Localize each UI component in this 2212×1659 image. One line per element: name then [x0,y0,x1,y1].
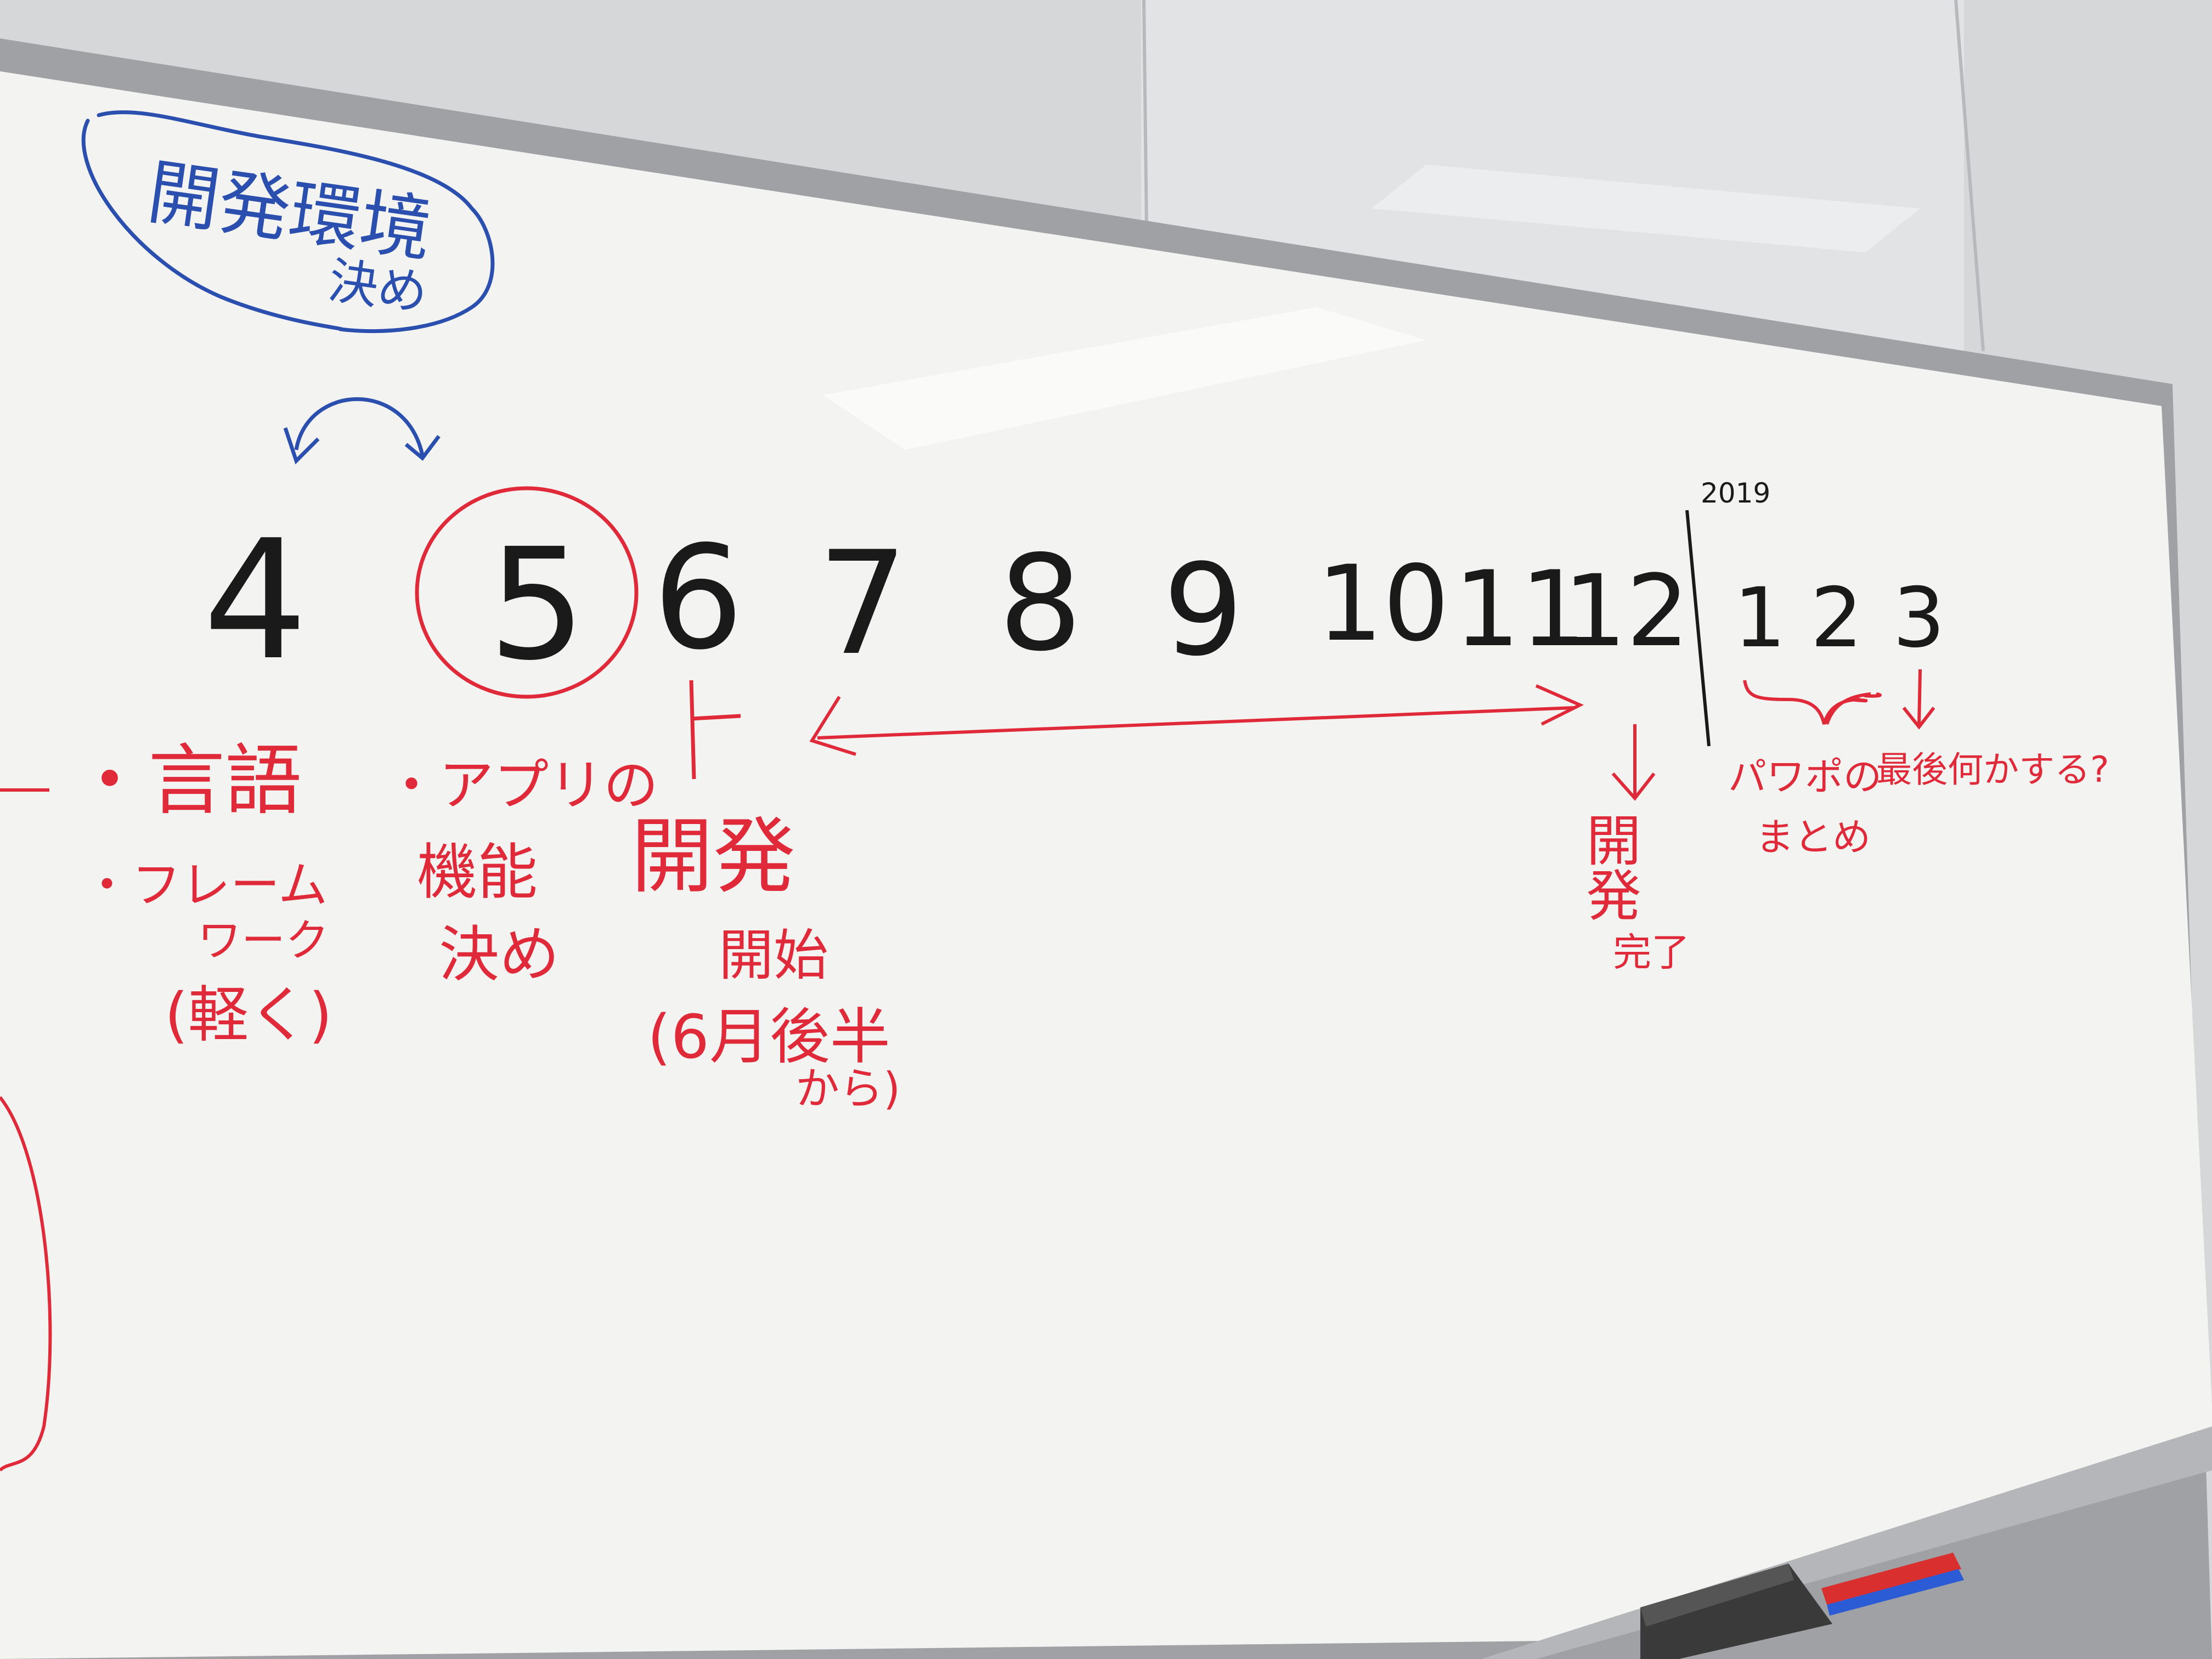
year-divider [1685,510,1711,747]
june-note-from: から) [795,1063,901,1114]
month-label-3: 3 [1893,571,1945,666]
janfeb-note-line1: パワポの [1728,754,1882,799]
circle-mark-icon [415,486,639,699]
april-note-light: (軽く) [165,980,332,1050]
down-arrow-icon [1611,724,1656,801]
board-surface [0,71,2212,1659]
december-note-complete: 完了 [1613,930,1690,975]
april-note-language: ・言語 [71,736,302,826]
june-note-dev: 開発 [631,809,796,905]
march-note: 最後何かする? [1876,749,2109,791]
curved-double-arrow-icon [283,397,441,465]
month-label-10: 10 [1317,543,1449,664]
month-label-1: 1 [1734,571,1786,666]
june-note-start: 開始 [719,923,828,988]
board-glare [1372,165,1920,252]
year-label: 2019 [1701,477,1771,509]
start-marker [689,680,741,780]
down-arrow-icon [1902,669,1936,730]
month-label-4: 4 [203,505,308,696]
month-label-9: 9 [1163,538,1244,684]
month-label-7: 7 [817,521,909,687]
april-note-framework: ・フレーム [82,856,328,914]
june-note-when: (6月後半 [647,1002,890,1072]
double-headed-arrow-icon [809,684,1584,756]
december-note-dev: 開発 [1577,812,1641,922]
marker-icon[interactable] [1821,1553,1964,1616]
brace-icon [1743,680,1882,725]
wall-seam [1954,0,1985,352]
blue-note-bubble [81,110,495,334]
month-label-5: 5 [488,516,586,695]
month-label-8: 8 [998,527,1082,680]
blue-note-line2: 決め [325,251,431,323]
april-note-framework-cont: ワーク [198,915,329,966]
month-label-6: 6 [653,516,744,681]
month-label-12: 12 [1564,554,1690,669]
janfeb-note-line2: まとめ [1756,815,1871,860]
may-note-line2: 機能 [417,837,538,907]
may-note-line3: 決め [439,919,560,990]
may-note-line1: ・アプリの [384,753,658,817]
month-label-2: 2 [1810,571,1863,666]
month-label-11: 11 [1454,549,1587,670]
board-glare [823,307,1426,450]
wall-seam [1142,0,1148,231]
eraser-icon[interactable] [1640,1564,1832,1659]
red-bracket [0,1096,52,1472]
